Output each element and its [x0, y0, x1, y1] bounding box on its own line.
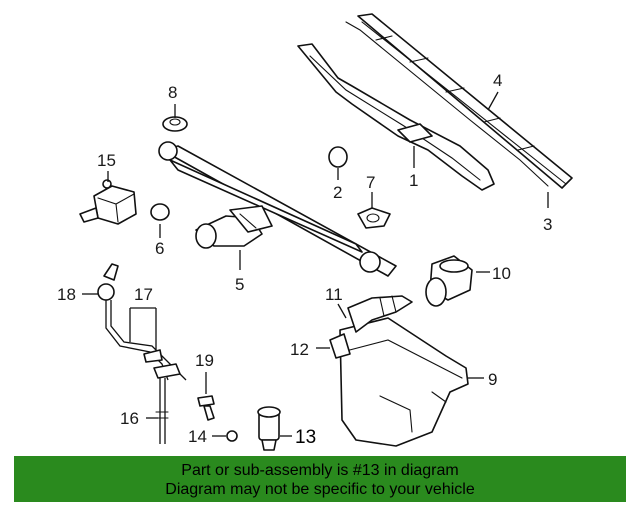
callout-3: 3 — [543, 215, 552, 234]
bolt[interactable] — [197, 395, 215, 421]
callout-6: 6 — [155, 239, 164, 258]
fitment-banner: Part or sub-assembly is #13 in diagram D… — [14, 456, 626, 502]
banner-line-1: Part or sub-assembly is #13 in diagram — [181, 462, 459, 479]
cap[interactable] — [150, 203, 170, 221]
callout-7: 7 — [366, 173, 375, 192]
washer-reservoir[interactable] — [329, 295, 469, 447]
callout-12: 12 — [290, 340, 309, 359]
pivot-nut-cap[interactable] — [328, 146, 348, 168]
wiper-blade[interactable] — [345, 13, 573, 189]
callout-17: 17 — [134, 285, 153, 304]
callout-11: 11 — [325, 285, 343, 304]
callout-19: 19 — [195, 351, 214, 370]
leader-lines — [82, 91, 549, 437]
callout-18: 18 — [57, 285, 76, 304]
callout-5: 5 — [235, 275, 244, 294]
callout-labels: 8 15 6 5 2 7 1 4 3 10 11 12 9 18 17 19 1… — [57, 71, 552, 448]
wiper-control-module[interactable] — [79, 179, 137, 225]
callout-16: 16 — [120, 409, 139, 428]
callout-2: 2 — [333, 183, 342, 202]
grommet[interactable] — [357, 207, 391, 229]
clip[interactable] — [226, 430, 238, 442]
reservoir-cap[interactable] — [425, 255, 473, 307]
banner-line-2: Diagram may not be specific to your vehi… — [165, 481, 475, 498]
wiper-arm[interactable] — [297, 43, 495, 191]
callout-14: 14 — [188, 427, 207, 446]
pivot-cap[interactable] — [162, 116, 188, 132]
callout-10: 10 — [492, 264, 511, 283]
wiper-motor-linkage[interactable] — [158, 141, 397, 277]
callout-8: 8 — [168, 83, 177, 102]
callout-9: 9 — [488, 370, 497, 389]
callout-4: 4 — [493, 71, 502, 90]
washer-hose-assembly[interactable] — [97, 263, 187, 444]
parts-diagram: 8 15 6 5 2 7 1 4 3 10 11 12 9 18 17 19 1… — [57, 13, 573, 451]
callout-13: 13 — [295, 427, 316, 448]
callout-1: 1 — [409, 171, 418, 190]
callout-15: 15 — [97, 151, 116, 170]
washer-pump[interactable] — [257, 406, 281, 451]
